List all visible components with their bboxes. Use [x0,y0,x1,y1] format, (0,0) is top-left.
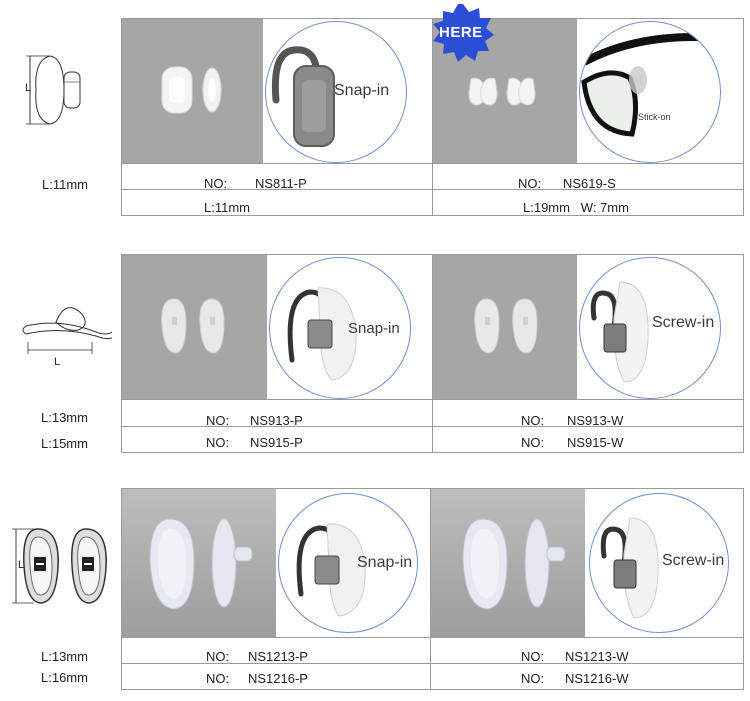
no-label: NO: [521,435,545,450]
no-label: NO: [206,435,230,450]
detail-circle: Snap-in [269,257,411,399]
no-label: NO: [206,671,230,686]
dimension-label: L:13mm [41,649,88,664]
pad-front-diagram: L [10,525,110,607]
detail-circle: Snap-in [265,21,407,163]
no-label: NO: [521,649,545,664]
product-code: NS913-P [250,413,303,428]
pad-arm-diagram: L [20,296,115,374]
snap-in-label: Snap-in [348,320,400,337]
detail-circle: Snap-in [278,493,418,633]
product-code-row: NO: NS1213-W [430,637,744,664]
product-code-row: NO: NS619-S [432,163,744,191]
product-code: NS1213-W [565,649,629,664]
no-label: NO: [518,176,542,191]
product-code-row: NO: NS811-P [121,163,433,191]
detail-circle: Stick-on [579,21,721,163]
no-label: NO: [206,649,230,664]
product-card-ns1213-w: Screw-in [430,488,744,638]
here-badge[interactable]: HERE [431,4,495,62]
product-photo [122,489,276,637]
dimension-l-label: L [54,356,61,368]
screw-in-label: Screw-in [652,314,715,331]
dimension-label: L:16mm [41,670,88,685]
product-photo [431,489,585,637]
detail-circle: Screw-in [579,257,721,399]
no-label: NO: [521,413,545,428]
product-code: NS1216-P [248,671,308,686]
dimension-label: L:13mm [41,410,88,425]
product-code-row: NO: NS915-P [121,426,433,453]
no-label: NO: [521,671,545,686]
product-code: NS619-S [563,176,616,191]
screw-in-label: Screw-in [662,552,725,569]
product-photo [433,255,577,399]
product-card-ns811-p: Snap-in [121,18,433,164]
no-label: NO: [206,413,230,428]
product-code: NS915-P [250,435,303,450]
product-code-row: NO: NS1216-W [430,663,744,690]
product-photo [122,255,267,399]
product-code: NS915-W [567,435,624,450]
dimension-l-label: L [25,82,32,94]
pad-profile-diagram: L [20,52,90,127]
snap-in-label: Snap-in [334,82,390,99]
no-label: NO: [204,176,228,191]
product-code-row: NO: NS915-W [432,426,744,453]
product-code-row: NO: NS1213-P [121,637,431,664]
product-photo [122,19,263,163]
product-spec-row: L:19mm W: 7mm [432,189,744,216]
product-code: NS1216-W [565,671,629,686]
product-code-row: NO: NS913-W [432,399,744,428]
dimension-label: L:15mm [41,436,88,451]
product-spec: L:19mm W: 7mm [523,200,629,215]
stick-on-label: Stick-on [638,112,671,122]
product-code-row: NO: NS1216-P [121,663,431,690]
detail-circle: Screw-in [589,493,729,633]
product-code: NS913-W [567,413,624,428]
here-badge-text: HERE [439,24,483,41]
product-card-ns913-w: Screw-in [432,254,744,400]
product-card-ns1213-p: Snap-in [121,488,431,638]
product-spec: L:11mm [204,200,250,215]
dimension-label: L:11mm [42,177,88,192]
product-code-row: NO: NS913-P [121,399,433,428]
product-spec-row: L:11mm [121,189,433,216]
dimension-l-label: L [18,559,25,571]
product-code: NS811-P [255,176,307,191]
product-code: NS1213-P [248,649,308,664]
snap-in-label: Snap-in [357,554,413,571]
product-card-ns913-p: Snap-in [121,254,433,400]
